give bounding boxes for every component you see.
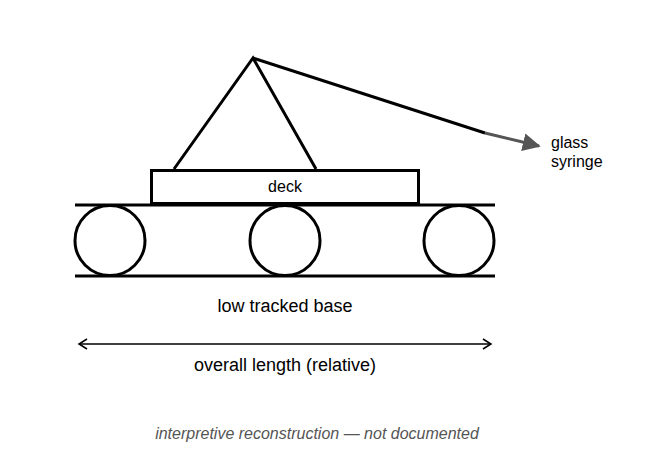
deck-box: deck xyxy=(150,169,420,205)
road-wheel xyxy=(75,206,145,276)
road-wheel xyxy=(424,206,494,276)
caption: interpretive reconstruction — not docume… xyxy=(155,425,479,443)
dimension-arrowhead xyxy=(483,339,491,349)
syringe-pointer xyxy=(485,133,539,146)
node-label: deck xyxy=(268,178,302,196)
road-wheel xyxy=(250,206,320,276)
callout-label: glass syringe xyxy=(551,133,615,171)
a-frame xyxy=(174,58,316,169)
dimension-label: overall length (relative) xyxy=(194,355,376,377)
boom xyxy=(253,58,485,133)
part-label: low tracked base xyxy=(217,296,352,318)
dimension-arrowhead xyxy=(79,339,87,349)
dimension-line xyxy=(79,343,491,345)
